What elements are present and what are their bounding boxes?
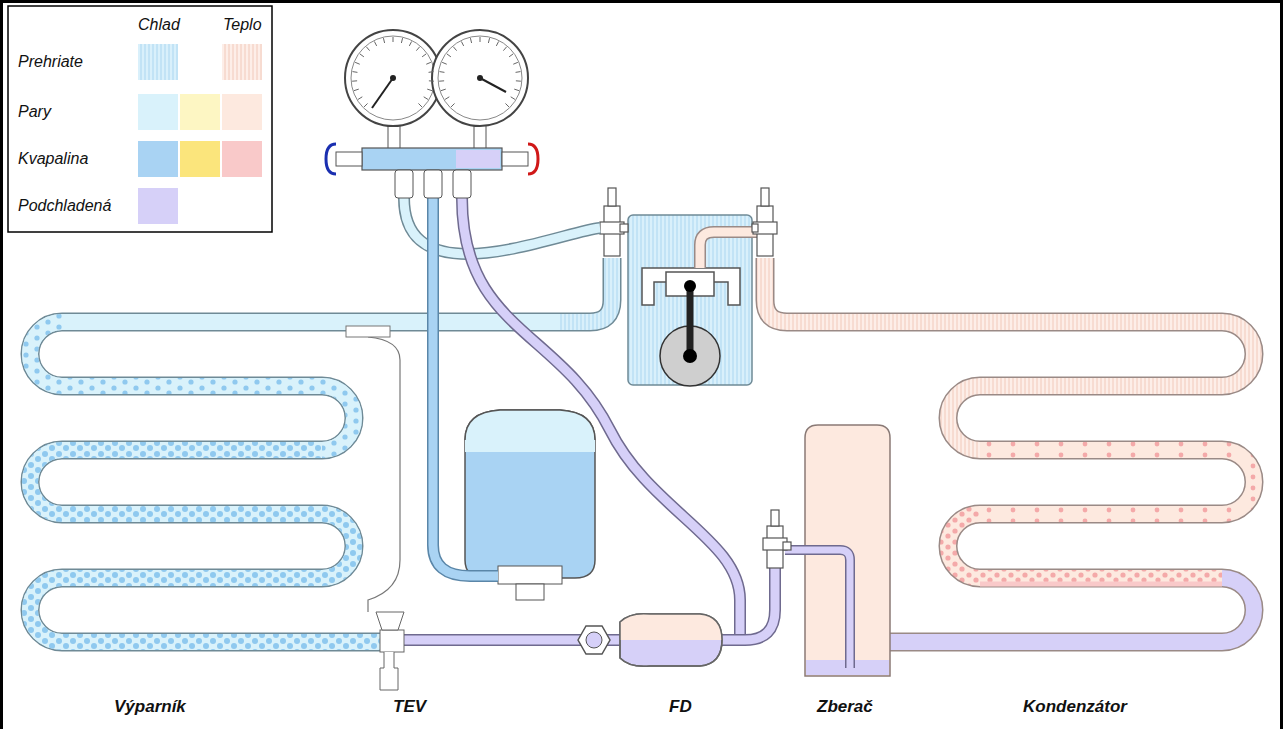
gauge-tick [480, 37, 481, 42]
legend-text: Podchladená [18, 197, 111, 215]
gauge-tick [418, 103, 422, 107]
legend-panel [8, 6, 272, 232]
legend-text: Prehriate [18, 53, 83, 71]
legend-swatch [138, 141, 178, 177]
gauge-tick [422, 54, 426, 57]
gauge-tick [511, 97, 515, 100]
gauge-tick [440, 71, 445, 73]
gauge-tick [447, 54, 451, 57]
gauge-tick [360, 54, 364, 57]
legend-swatch [138, 188, 178, 224]
gauge-tick [445, 97, 449, 100]
gauge-tick [516, 80, 521, 81]
filter-drier [578, 614, 722, 667]
gauge-tick [488, 38, 489, 43]
part-label: Výparník [114, 697, 186, 717]
gauge-tick [470, 38, 471, 43]
gauge-tick [424, 97, 428, 100]
part-label: Zberač [817, 697, 873, 717]
gauge-tick [509, 54, 513, 57]
gauge-tick [461, 41, 463, 45]
gauge-tick [441, 89, 446, 91]
service-valves [600, 188, 791, 568]
gauge-manifold [326, 30, 538, 198]
column-header: Chlad [138, 16, 180, 34]
part-label: FD [669, 697, 692, 717]
evaporator-coil [30, 258, 612, 642]
service-hoses [404, 198, 740, 634]
gauge-tick [513, 62, 518, 64]
gauge-tick [442, 62, 447, 64]
gauge-tick [393, 37, 394, 42]
gauge-tick [516, 71, 521, 73]
gauge-tick [514, 89, 519, 91]
gauge-tick [416, 47, 419, 51]
gauge-tick [366, 47, 369, 51]
gauge-tick [352, 80, 357, 81]
column-header: Teplo [223, 16, 262, 34]
gauge-tick [358, 97, 362, 100]
legend-text: Pary [18, 103, 51, 121]
part-label: TEV [393, 697, 426, 717]
gauge-tick [429, 80, 434, 81]
gauge-tick [505, 103, 509, 107]
expansion-valve [346, 326, 404, 690]
gauge-tick [453, 47, 456, 51]
gauge-tick [354, 89, 359, 91]
gauge-tick [439, 80, 444, 81]
gauge-tick [401, 38, 402, 43]
gauge-tick [427, 89, 432, 91]
receiver-tank [785, 425, 890, 676]
compressor [628, 215, 760, 386]
gauge-tick [409, 41, 411, 45]
legend-swatch [138, 94, 178, 130]
gauge-tick [383, 38, 384, 43]
gauge-tick [374, 41, 376, 45]
gauge-tick [355, 62, 360, 64]
gauge-tick [496, 41, 498, 45]
gauge-tick [426, 62, 431, 64]
gauge-tick [503, 47, 506, 51]
gauge-tick [429, 71, 434, 73]
part-label: Kondenzátor [1023, 697, 1127, 717]
gauge-tick [353, 71, 358, 73]
gauge-tick [451, 103, 455, 107]
legend-text: Kvapalina [18, 150, 88, 168]
gauge-tick [364, 103, 368, 107]
